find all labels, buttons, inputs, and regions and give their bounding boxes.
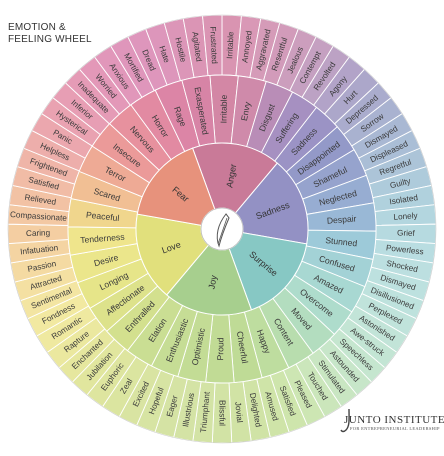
wheel-border [7, 14, 437, 444]
outer-label-frustrated: Frustrated [208, 26, 219, 64]
middle-label-tenderness: Tenderness [80, 232, 125, 245]
junto-logo: JUNTO INSTITUTE FOR ENTREPRENEURIAL LEAD… [340, 408, 444, 433]
title-line-2: FEELING WHEEL [8, 34, 92, 45]
outer-label-infatuation: Infatuation [20, 243, 59, 256]
outer-label-triumphant: Triumphant [199, 391, 212, 433]
logo-sub: FOR ENTREPRENEURIAL LEADERSHIP [350, 426, 440, 431]
page-title: EMOTION & FEELING WHEEL [8, 22, 92, 46]
middle-label-despair: Despair [326, 213, 356, 225]
outer-label-agitated: Agitated [190, 31, 203, 62]
outer-label-caring: Caring [26, 228, 51, 238]
outer-label-compassionate: Compassionate [10, 210, 68, 223]
center-hub [200, 207, 244, 251]
outer-label-blissful: Blissful [218, 400, 227, 426]
middle-label-irritable: Irritable [218, 94, 228, 123]
junto-j-icon [340, 408, 350, 433]
outer-label-grief: Grief [397, 228, 416, 237]
middle-label-envy: Envy [239, 100, 253, 121]
outer-label-powerless: Powerless [386, 243, 425, 256]
title-line-1: EMOTION & [8, 22, 66, 33]
logo-main: JUNTO INSTITUTE [344, 414, 444, 426]
middle-label-stunned: Stunned [325, 235, 358, 248]
middle-label-peaceful: Peaceful [86, 210, 120, 224]
middle-label-proud: Proud [215, 337, 225, 360]
core-label-joy: Joy [206, 274, 218, 290]
outer-label-irritable: Irritable [225, 31, 235, 59]
outer-label-annoyed: Annoyed [240, 30, 253, 64]
core-label-anger: Anger [224, 163, 238, 188]
outer-label-jovial: Jovial [233, 401, 244, 423]
outer-label-lonely: Lonely [393, 211, 419, 222]
